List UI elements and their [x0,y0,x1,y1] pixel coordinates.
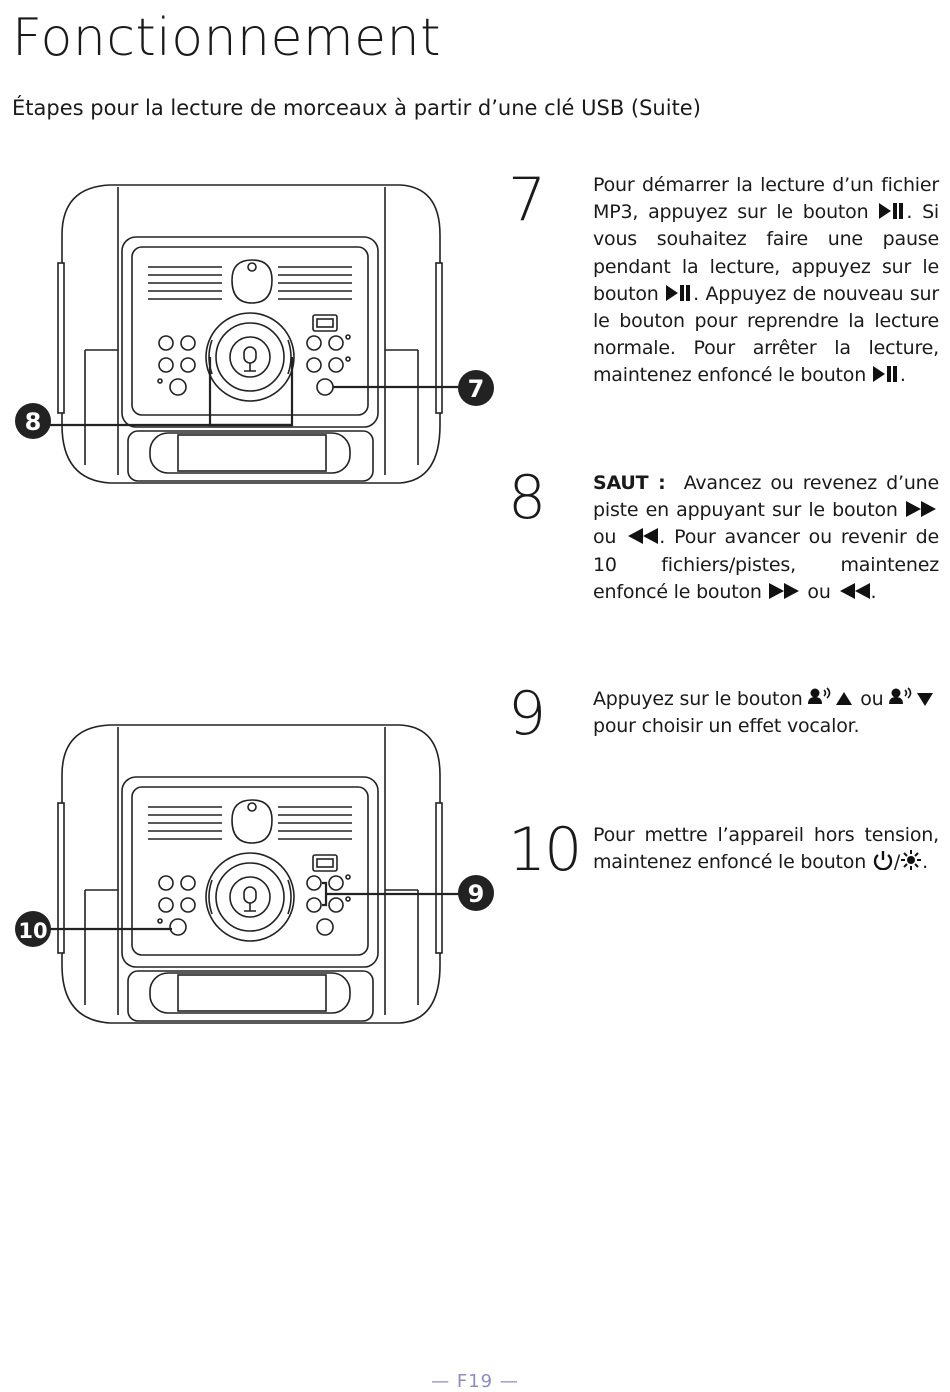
play-pause-icon [872,366,897,383]
voice-down-icon [889,687,934,706]
callout-label-8: 8 [25,408,42,436]
play-pause-icon [666,284,691,301]
callout-label-9: 9 [468,880,485,908]
callout-8: 8 [15,403,51,439]
rewind-icon [628,528,659,545]
callout-label-10: 10 [18,919,47,943]
page-subtitle: Étapes pour la lecture de morceaux à par… [12,96,701,120]
step-number-9: 9 [508,679,547,749]
step-text-9: Appuyez sur le bouton ou pour choisir un… [593,686,943,740]
callout-label-7: 7 [468,375,485,403]
step-text-7: Pour démarrer la lecture d’un fichier MP… [593,174,940,387]
callout-7: 7 [458,370,494,406]
step-number-10: 10 [508,815,582,885]
step-number-8: 8 [508,463,547,533]
device-illustration-bottom: 9 10 [0,715,510,1035]
device-illustration-top: 7 8 [0,175,510,495]
callout-10: 10 [15,911,51,947]
step-text-10: Pour mettre l’appareil hors tension, mai… [593,824,939,874]
step-number-7: 7 [508,165,547,235]
power-icon [873,851,893,871]
callout-9: 9 [458,875,494,911]
play-pause-icon [879,203,904,220]
page-footer: — F19 — [431,1371,519,1392]
step-text-8: SAUT : Avancez ou revenez d’une piste en… [593,472,940,603]
light-icon [901,850,922,871]
step-label-saut: SAUT : [593,472,666,494]
rewind-icon [839,582,870,599]
voice-up-icon [808,687,853,705]
fast-forward-icon [768,582,799,599]
page-title: Fonctionnement [12,8,441,68]
fast-forward-icon [906,501,937,518]
